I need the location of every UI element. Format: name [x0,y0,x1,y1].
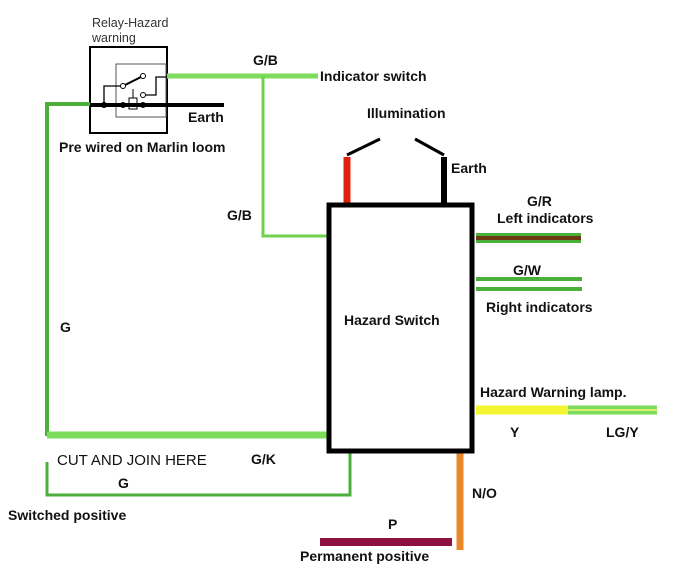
cut-join-label: CUT AND JOIN HERE [57,452,207,469]
relay-internal-line [103,85,122,105]
gb-wire-side [261,76,327,238]
right-indicators-label: Right indicators [486,299,593,315]
y-label: Y [510,424,520,440]
relay-inner-box [115,63,167,118]
gb-side-label: G/B [227,207,252,223]
relay-unit [89,46,168,134]
relay-contact [140,92,146,98]
permanent-positive-label: Permanent positive [300,548,429,564]
indicator-switch-label: Indicator switch [320,68,427,84]
illumination-lead-left [346,137,381,157]
relay-contact [140,73,146,79]
relay-internal-line [146,76,167,96]
switched-positive-wire [45,452,352,497]
illumination-lead-right [414,137,445,157]
relay-earth-label: Earth [188,109,224,125]
relay-note: Pre wired on Marlin loom [59,139,225,155]
illumination-earth-label: Earth [451,160,487,176]
gr-label: G/R [527,193,552,209]
green-wire-left [45,102,90,436]
relay-contact [120,83,126,89]
lgy-label: LG/Y [606,424,639,440]
hazard-switch-label: Hazard Switch [344,312,440,328]
hazard-lamp-label: Hazard Warning lamp. [480,384,627,400]
gb-top-label: G/B [253,52,278,68]
relay-switch-arm [124,76,142,86]
hazard-switch [326,202,475,454]
g-left-label: G [60,319,71,335]
gw-wire [476,277,582,291]
gk-label: G/K [251,451,276,467]
g-bottom-label: G [118,475,129,491]
left-indicators-label: Left indicators [497,210,594,226]
relay-title-1: Relay-Hazard [92,16,168,30]
gw-label: G/W [513,262,542,278]
p-label: P [388,516,397,532]
relay-title-2: warning [91,31,136,45]
illumination-label: Illumination [367,105,446,121]
switched-positive-label: Switched positive [8,507,126,523]
no-label: N/O [472,485,497,501]
